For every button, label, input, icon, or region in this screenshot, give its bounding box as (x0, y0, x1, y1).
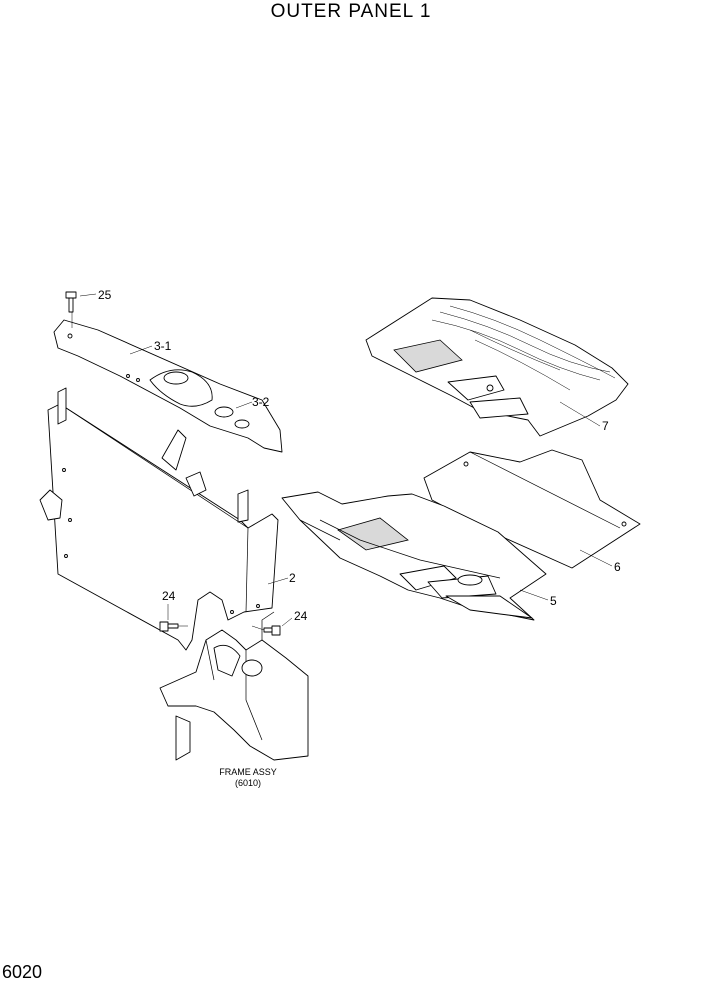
bolt-24-right (251, 625, 281, 636)
callout-24-right: 24 (294, 609, 308, 623)
callout-24-left: 24 (162, 589, 176, 603)
page-number: 6020 (2, 962, 43, 982)
callout-5: 5 (550, 594, 557, 608)
leader-lines (79, 293, 613, 627)
callout-7: 7 (602, 419, 609, 433)
frame-assy-label: FRAME ASSY (219, 767, 277, 777)
frame-assy-reference (159, 611, 309, 761)
part-2-side-panel (39, 403, 279, 651)
part-3-cowl (53, 319, 283, 453)
callout-25: 25 (98, 288, 112, 302)
callout-6: 6 (614, 560, 621, 574)
bolt-24-left (159, 621, 188, 632)
callout-3-1: 3-1 (154, 339, 172, 353)
bolt-25 (65, 291, 77, 328)
callout-2: 2 (289, 571, 296, 585)
part-5-under-plate (281, 491, 547, 621)
mounting-brackets (57, 387, 249, 523)
page-title: OUTER PANEL 1 (270, 1, 432, 22)
frame-assy-code: (6010) (235, 778, 261, 788)
callout-3-2: 3-2 (252, 395, 270, 409)
part-7-floor-mat (365, 297, 629, 437)
